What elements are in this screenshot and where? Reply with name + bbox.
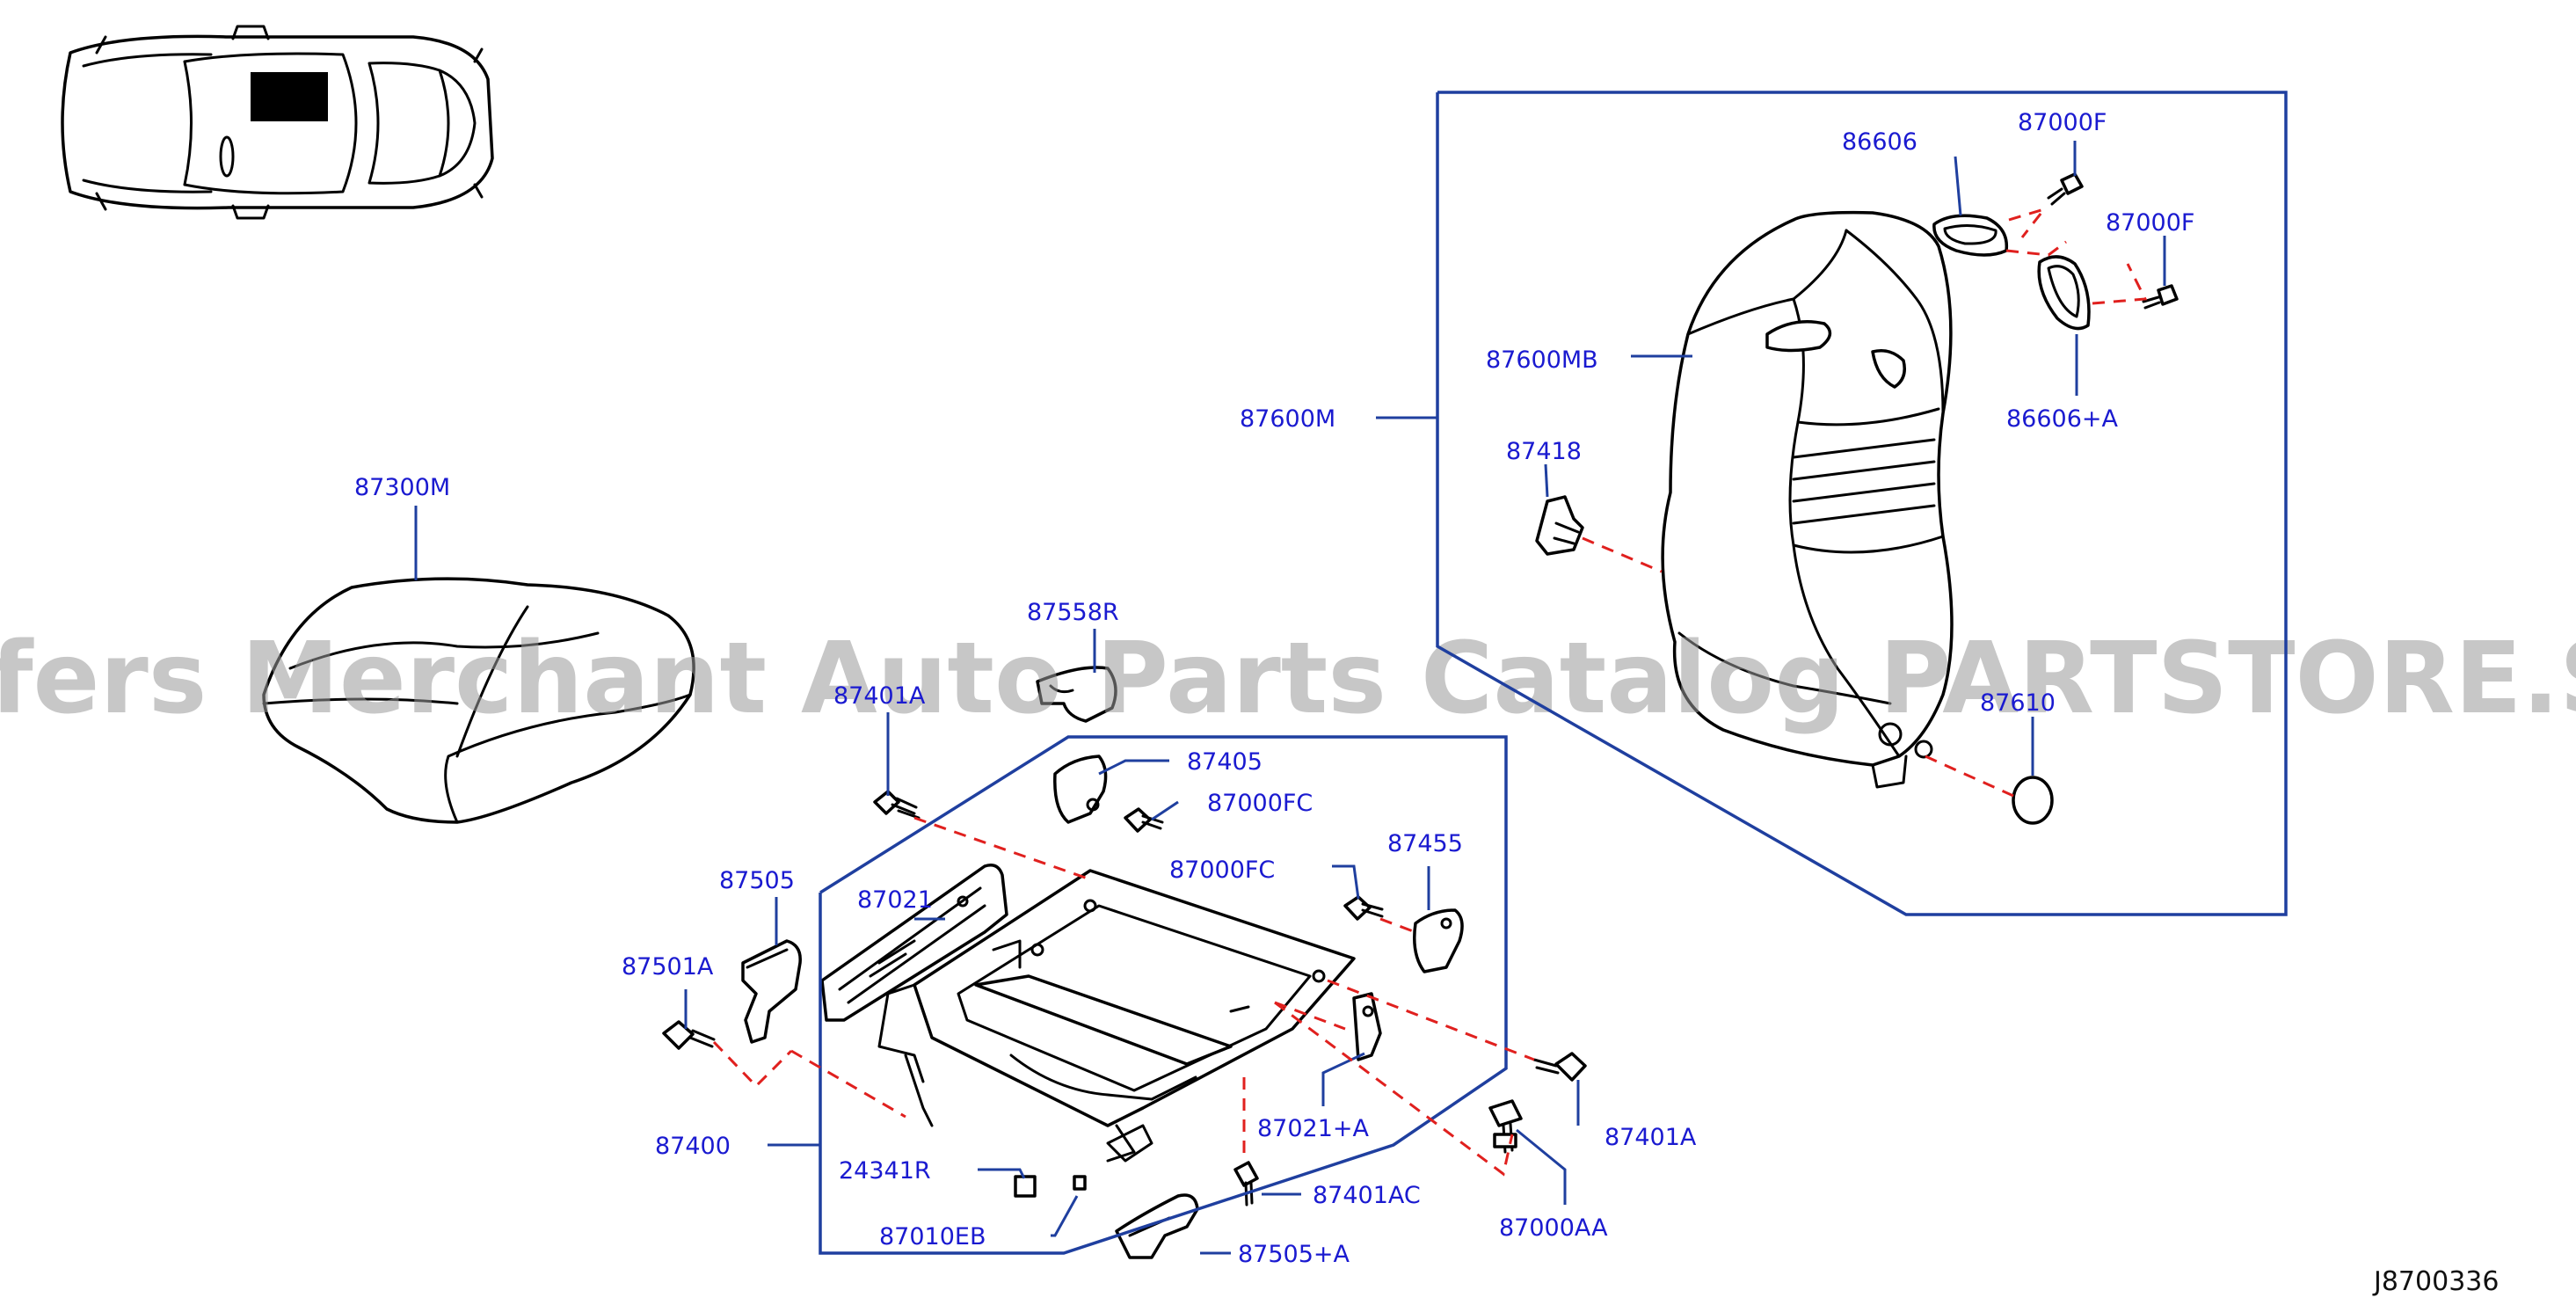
leader-lines bbox=[414, 141, 2166, 1255]
label-86606: 86606 bbox=[1842, 128, 1917, 156]
bolt-87401A-top bbox=[873, 790, 921, 820]
escutcheon-86606A-part bbox=[2037, 255, 2091, 331]
label-87000FC-b: 87000FC bbox=[1169, 857, 1275, 884]
escutcheon-86606-part bbox=[1932, 214, 2009, 257]
seat-location-marker bbox=[251, 72, 328, 121]
label-87558R: 87558R bbox=[1027, 599, 1119, 626]
label-87505A: 87505+A bbox=[1238, 1241, 1350, 1268]
label-87610: 87610 bbox=[1980, 689, 2056, 717]
seat-back-group-box bbox=[1436, 91, 2288, 916]
label-87000F-b: 87000F bbox=[2106, 209, 2194, 237]
label-87021A: 87021+A bbox=[1257, 1115, 1370, 1142]
label-87405: 87405 bbox=[1187, 748, 1263, 776]
clip-24341R bbox=[1014, 1175, 1037, 1198]
screw-87000F-b bbox=[2142, 284, 2179, 310]
seat-frame-group-box bbox=[819, 735, 1508, 1255]
bolt-87000FC-b bbox=[1343, 895, 1384, 921]
screw-87000F-a bbox=[2047, 172, 2084, 206]
label-87600M: 87600M bbox=[1240, 405, 1335, 433]
cover-87455-part bbox=[1413, 908, 1464, 973]
hinge-cover-87505-part bbox=[741, 939, 802, 1044]
label-86606A: 86606+A bbox=[2006, 405, 2119, 433]
side-cover-87021-part bbox=[820, 864, 1008, 1022]
watermark-text: Offers Merchant Auto Parts Catalog PARTS… bbox=[0, 622, 2576, 736]
seat-cushion-part bbox=[262, 577, 695, 824]
cover-87405-part bbox=[1053, 755, 1108, 824]
seat-frame-part bbox=[877, 869, 1356, 1163]
label-87000FC-a: 87000FC bbox=[1207, 790, 1313, 817]
bolt-87401AC bbox=[1233, 1161, 1259, 1207]
label-87600MB: 87600MB bbox=[1486, 346, 1598, 374]
label-87505: 87505 bbox=[719, 867, 795, 894]
clip-87010EB bbox=[1073, 1175, 1087, 1191]
bolt-87000AA bbox=[1488, 1099, 1523, 1154]
label-87000AA: 87000AA bbox=[1499, 1214, 1608, 1242]
bolt-87501A bbox=[662, 1020, 716, 1050]
label-87010EB: 87010EB bbox=[879, 1223, 986, 1250]
label-87400: 87400 bbox=[655, 1133, 731, 1160]
label-24341R: 24341R bbox=[839, 1157, 931, 1185]
car-top-view-icon bbox=[61, 25, 494, 220]
assembly-dashed-lines bbox=[712, 207, 2148, 1177]
label-87455: 87455 bbox=[1387, 830, 1463, 857]
cap-87610-part bbox=[2012, 776, 2054, 825]
bracket-87021A-part bbox=[1352, 992, 1382, 1061]
label-87000F-a: 87000F bbox=[2018, 109, 2107, 136]
knob-87418-part bbox=[1535, 495, 1584, 556]
label-87501A: 87501A bbox=[622, 953, 714, 981]
bolt-87000FC-a bbox=[1124, 807, 1164, 833]
cover-87558R-part bbox=[1036, 666, 1117, 723]
label-87401A-right: 87401A bbox=[1605, 1124, 1697, 1151]
seat-back-part bbox=[1661, 210, 1954, 789]
label-87300M: 87300M bbox=[354, 474, 450, 501]
label-87401AC: 87401AC bbox=[1313, 1182, 1421, 1209]
label-87021: 87021 bbox=[857, 886, 933, 914]
label-87418: 87418 bbox=[1506, 438, 1582, 465]
bolt-87401A-right bbox=[1532, 1052, 1587, 1082]
hinge-cover-87505A-part bbox=[1115, 1193, 1199, 1259]
label-87401A-top: 87401A bbox=[833, 682, 926, 710]
part-labels: 87300M 87558R 87401A 87405 87000FC 87000… bbox=[354, 109, 2194, 1268]
diagram-code: J8700336 bbox=[2372, 1266, 2499, 1297]
